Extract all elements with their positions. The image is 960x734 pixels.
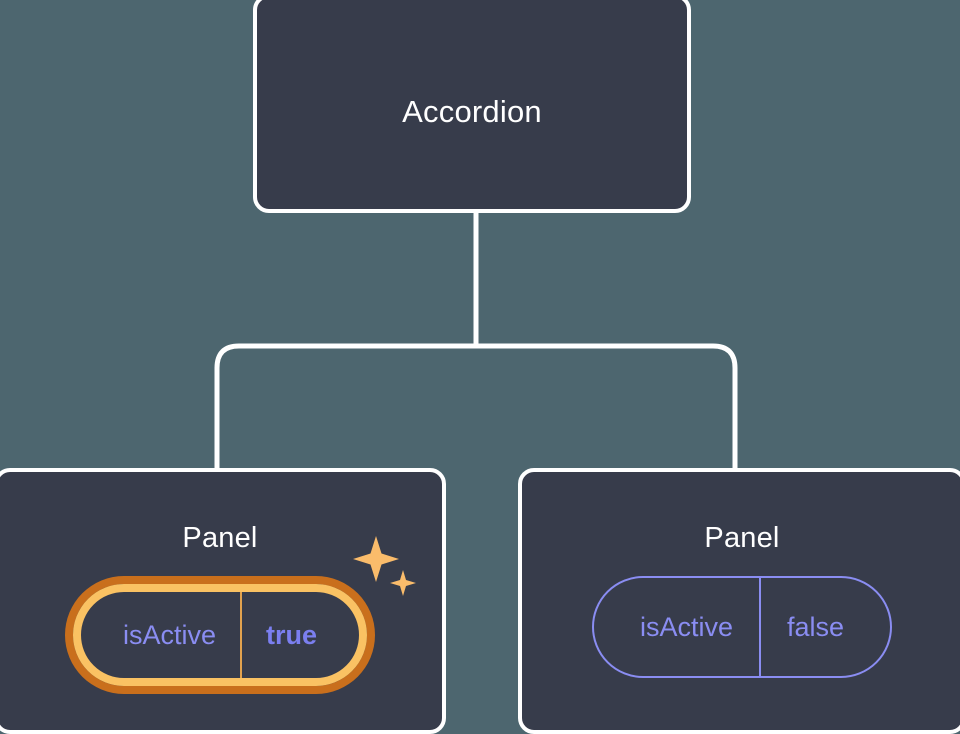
- node-panel-active-label: Panel: [182, 522, 258, 554]
- node-panel-active[interactable]: Panel isActive true: [0, 468, 446, 734]
- prop-pill-active[interactable]: isActive true: [72, 584, 368, 686]
- node-accordion[interactable]: Accordion: [253, 0, 691, 213]
- prop-key: isActive: [639, 611, 733, 642]
- prop-value: true: [240, 592, 359, 678]
- node-accordion-label: Accordion: [402, 94, 542, 129]
- connector-bus: [214, 343, 738, 472]
- prop-pill-active-wrap: isActive true: [0, 576, 442, 694]
- prop-value: false: [758, 578, 890, 676]
- node-panel-inactive-label: Panel: [704, 522, 780, 554]
- prop-key: isActive: [122, 619, 216, 650]
- prop-pill-inactive[interactable]: isActive false: [591, 576, 893, 678]
- prop-pill-inactive-wrap: isActive false: [522, 576, 960, 678]
- node-panel-inactive[interactable]: Panel isActive false: [518, 468, 960, 734]
